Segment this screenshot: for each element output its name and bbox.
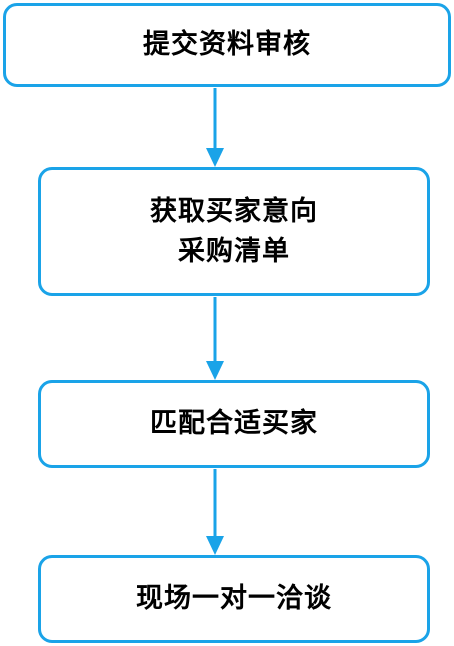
step-label: 匹配合适买家: [150, 408, 318, 439]
step-box-onsite-meeting: 现场一对一洽谈: [38, 555, 430, 643]
step-box-buyer-intent-list: 获取买家意向 采购清单: [38, 167, 430, 296]
step-label: 现场一对一洽谈: [136, 583, 332, 614]
arrow-step1-to-step2: [206, 88, 224, 167]
step-box-match-buyers: 匹配合适买家: [38, 380, 430, 468]
step-box-submit-review: 提交资料审核: [3, 3, 451, 87]
step-label: 提交资料审核: [143, 29, 311, 60]
arrow-step2-to-step3: [206, 297, 224, 380]
arrow-step3-to-step4: [206, 469, 224, 555]
step-label: 获取买家意向 采购清单: [150, 195, 318, 267]
